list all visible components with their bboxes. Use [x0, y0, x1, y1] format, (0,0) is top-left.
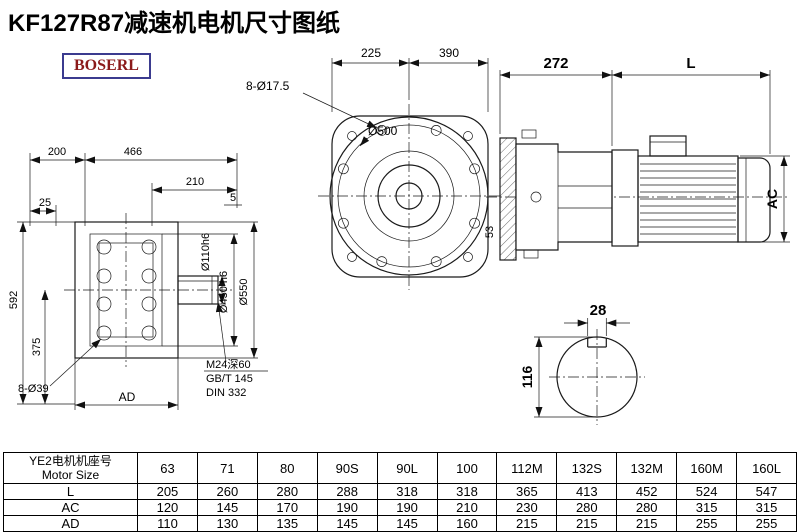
table-header-row: YE2电机机座号 Motor Size 63 71 80 90S 90L 100…	[3, 452, 797, 484]
dim-466: 466	[124, 146, 142, 158]
brand-logo: BOSERL	[62, 53, 151, 79]
front-view: Ø500 8-Ø17.5 225 390 53	[246, 46, 500, 290]
size-col: 90S	[316, 452, 378, 484]
table-row-AD: AD 110 130 135 145 145 160 215 215 215 2…	[3, 515, 797, 532]
table-cell: 280	[616, 499, 678, 516]
dim-200: 200	[48, 146, 66, 158]
table-cell: 210	[436, 499, 498, 516]
technical-drawing: 200 466 210 5 25 592 375 8-Ø39 AD Ø110h6…	[8, 46, 790, 425]
dim-spigot-dia: Ø450 h6	[218, 271, 230, 313]
table-cell: 315	[676, 499, 738, 516]
table-cell: 452	[616, 483, 678, 500]
dim-AC: AC	[764, 189, 780, 209]
left-view: 200 466 210 5 25 592 375 8-Ø39 AD Ø110h6…	[8, 146, 268, 410]
table-cell: 190	[316, 499, 378, 516]
motor-size-table: YE2电机机座号 Motor Size 63 71 80 90S 90L 100…	[3, 452, 797, 532]
motor-size-header-cn: YE2电机机座号	[29, 454, 112, 468]
dim-116: 116	[519, 365, 535, 388]
dim-5: 5	[230, 192, 236, 204]
table-cell: 315	[736, 499, 797, 516]
table-cell: 160	[436, 515, 498, 532]
size-col: 80	[256, 452, 318, 484]
table-cell: 255	[736, 515, 797, 532]
dim-53: 53	[484, 226, 496, 238]
motor-size-header-en: Motor Size	[41, 468, 100, 482]
shaft-section-view: 116 28	[519, 302, 645, 425]
row-label: AD	[3, 515, 138, 532]
table-cell: 215	[556, 515, 618, 532]
size-col: 71	[196, 452, 258, 484]
size-col: 160L	[736, 452, 797, 484]
size-col: 90L	[376, 452, 438, 484]
table-cell: 215	[496, 515, 558, 532]
left-holes-label: 8-Ø39	[18, 383, 49, 395]
table-cell: 365	[496, 483, 558, 500]
front-holes-label: 8-Ø17.5	[246, 79, 290, 93]
table-cell: 130	[196, 515, 258, 532]
dim-210: 210	[186, 176, 204, 188]
table-cell: 145	[196, 499, 258, 516]
table-row-L: L 205 260 280 288 318 318 365 413 452 52…	[3, 483, 797, 500]
table-cell: 120	[137, 499, 198, 516]
size-col: 132S	[556, 452, 618, 484]
dim-272: 272	[543, 55, 568, 72]
dim-25: 25	[39, 197, 51, 209]
dim-AD: AD	[119, 390, 136, 404]
size-col: 63	[137, 452, 198, 484]
dim-375: 375	[31, 338, 43, 356]
row-label: AC	[3, 499, 138, 516]
dim-flange-dia: Ø550	[238, 279, 250, 306]
table-cell: 288	[316, 483, 378, 500]
table-cell: 280	[256, 483, 318, 500]
table-cell: 280	[556, 499, 618, 516]
table-cell: 110	[137, 515, 198, 532]
dim-28: 28	[590, 302, 607, 319]
table-cell: 145	[316, 515, 378, 532]
table-cell: 260	[196, 483, 258, 500]
dim-390: 390	[439, 46, 459, 60]
dim-L: L	[686, 55, 695, 72]
side-view: 272 L AC	[486, 55, 790, 261]
size-col: 132M	[616, 452, 678, 484]
dim-shaft-dia: Ø110h6	[200, 233, 212, 271]
size-col: 100	[436, 452, 498, 484]
table-cell: 145	[376, 515, 438, 532]
table-row-AC: AC 120 145 170 190 190 210 230 280 280 3…	[3, 499, 797, 516]
table-cell: 190	[376, 499, 438, 516]
table-cell: 205	[137, 483, 198, 500]
table-cell: 170	[256, 499, 318, 516]
table-cell: 318	[376, 483, 438, 500]
table-cell: 547	[736, 483, 797, 500]
size-col: 112M	[496, 452, 558, 484]
tap-note-3: DIN 332	[206, 387, 246, 399]
table-cell: 215	[616, 515, 678, 532]
motor-size-header: YE2电机机座号 Motor Size	[3, 452, 138, 484]
dim-592: 592	[8, 291, 20, 309]
dim-225: 225	[361, 46, 381, 60]
table-cell: 255	[676, 515, 738, 532]
table-cell: 135	[256, 515, 318, 532]
table-cell: 230	[496, 499, 558, 516]
table-cell: 413	[556, 483, 618, 500]
page-title: KF127R87减速机电机尺寸图纸	[8, 10, 341, 37]
table-cell: 318	[436, 483, 498, 500]
size-col: 160M	[676, 452, 738, 484]
tap-note-1: M24深60	[206, 358, 251, 371]
table-cell: 524	[676, 483, 738, 500]
row-label: L	[3, 483, 138, 500]
tap-note-2: GB/T 145	[206, 373, 253, 385]
